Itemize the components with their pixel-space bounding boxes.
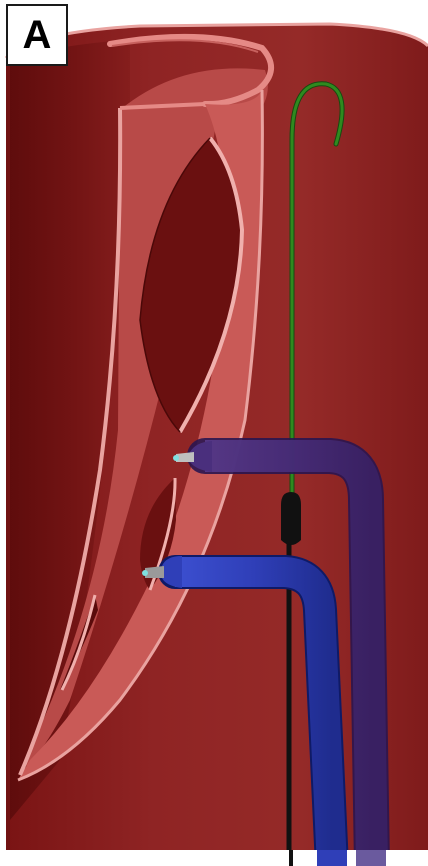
- purple-catheter-end: [356, 850, 386, 866]
- black-catheter-end: [289, 850, 293, 866]
- blue-catheter-end: [317, 850, 347, 866]
- panel-label: A: [6, 4, 68, 66]
